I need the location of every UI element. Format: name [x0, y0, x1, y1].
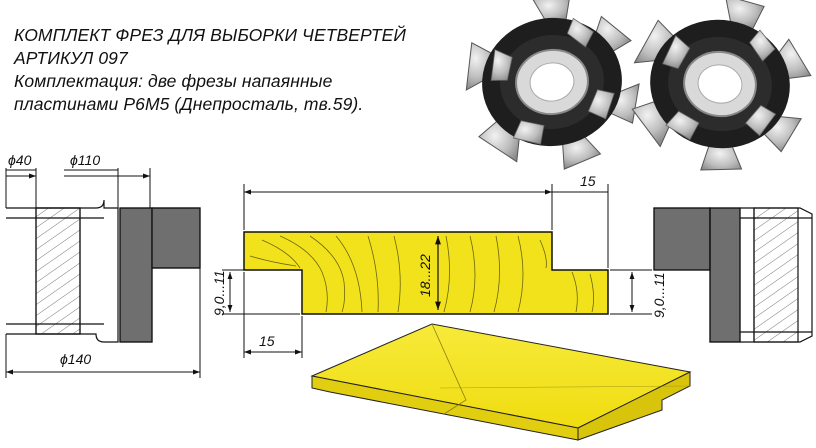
- dim-width-top-label: 15: [580, 173, 596, 189]
- cutter-profile-right: [653, 207, 711, 271]
- spec-line-1: Комплектация: две фрезы напаянные: [14, 71, 333, 91]
- dim-bore-label: ϕ40: [8, 152, 32, 168]
- dim-rebate-left-label: 9,0...11: [211, 270, 227, 316]
- cutter-section-left: [6, 199, 201, 343]
- bore-hatch-right: [753, 207, 799, 343]
- cutter-profile-left: [119, 207, 153, 343]
- cutter-photo-right: [631, 0, 812, 171]
- dim-width-top: [243, 184, 609, 268]
- article-line: АРТИКУЛ 097: [14, 48, 128, 68]
- spec-line-2: пластинами Р6М5 (Днепросталь, тв.59).: [14, 94, 364, 114]
- dim-thickness-label: 18...22: [417, 254, 433, 297]
- dim-hub-label: ϕ110: [70, 152, 100, 168]
- board-grain: [249, 235, 594, 313]
- title-line-1: КОМПЛЕКТ ФРЕЗ ДЛЯ ВЫБОРКИ ЧЕТВЕРТЕЙ: [14, 25, 407, 45]
- dim-rebate-right: [610, 269, 652, 315]
- dim-rebate-left: [222, 269, 300, 315]
- board-3d: [310, 323, 692, 441]
- dim-bore-left: [5, 168, 201, 378]
- dim-width-bottom: [243, 272, 303, 358]
- board-section: 18...22: [243, 231, 609, 315]
- board-front-face: [311, 375, 579, 441]
- board-side-face: [577, 371, 691, 441]
- cutter-photo-left: [465, 0, 640, 170]
- dim-rebate-right-label: 9,0...11: [651, 272, 667, 318]
- dim-width-bottom-label: 15: [259, 333, 275, 349]
- cutter-section-right: [653, 207, 813, 343]
- dim-outer-label: ϕ140: [60, 351, 91, 367]
- bore-hatch-left: [35, 207, 81, 335]
